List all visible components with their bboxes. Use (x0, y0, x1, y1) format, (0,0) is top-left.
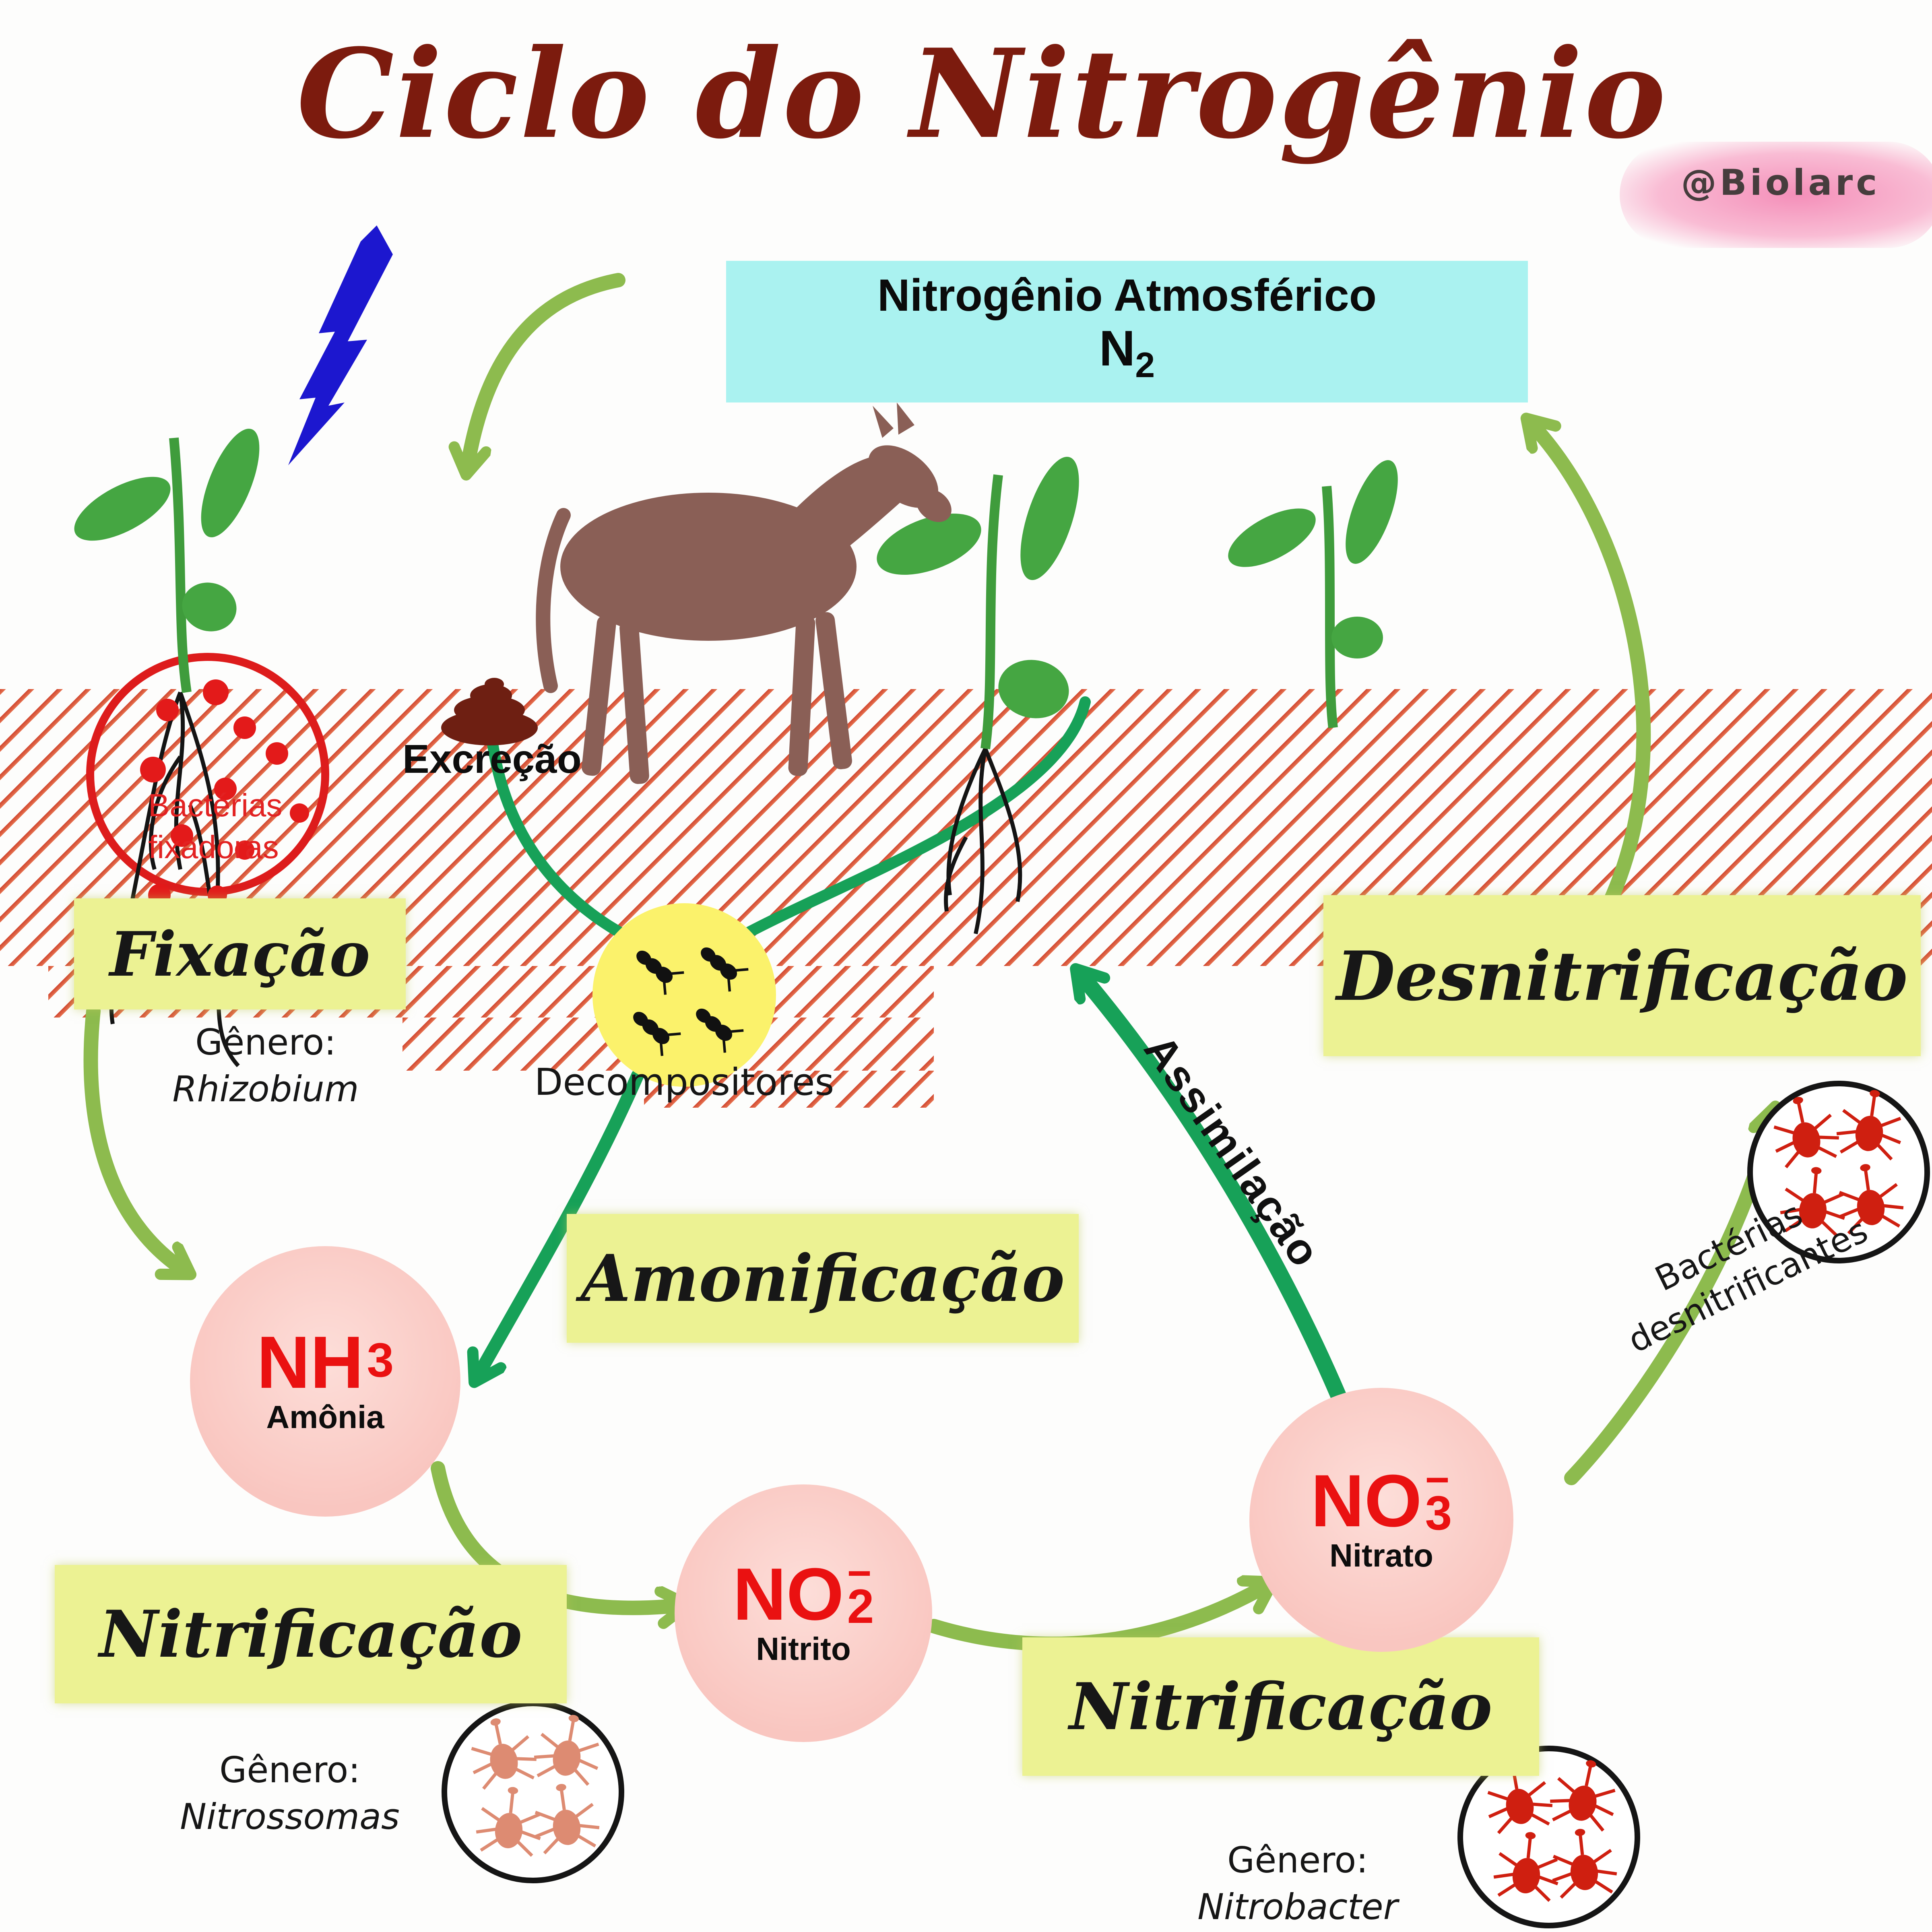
arrow-plant-to-decomposers (729, 696, 1091, 946)
nitrate-node: NO −3 Nitrato (1249, 1388, 1513, 1652)
ammonia-node: NH 3 Amônia (190, 1246, 460, 1517)
arrow-fixation-to-nh3 (83, 1004, 187, 1272)
atmospheric-nitrogen-label: Nitrogênio Atmosférico (877, 270, 1377, 320)
watermark-brush (1620, 142, 1932, 248)
nitrification-left-label: Nitrificação (55, 1565, 567, 1703)
watermark: @Biolarc (1681, 164, 1880, 204)
nitrification-right-label: Nitrificação (1022, 1637, 1539, 1776)
nitrate-name: Nitrato (1329, 1538, 1433, 1574)
arrow-excretion-to-decomposers (487, 738, 646, 949)
arrow-no2-to-no3 (927, 1584, 1269, 1651)
plant-right-icon (1228, 460, 1398, 729)
horse-icon (536, 402, 952, 784)
arrow-n2-to-plant (467, 273, 625, 470)
fixation-label: Fixação (74, 898, 406, 1009)
manure-icon (441, 678, 538, 745)
nitrite-node: NO −2 Nitrito (675, 1484, 932, 1742)
atmospheric-nitrogen-box: Nitrogênio Atmosférico N2 (726, 261, 1528, 402)
arrow-denitrification-to-n2 (1530, 422, 1651, 909)
fixation-genus: Gênero: Rhizobium (172, 1024, 359, 1111)
decomposers-label: Decompositores (534, 1063, 834, 1104)
no2-formula: NO −2 (733, 1548, 874, 1635)
fixing-bacteria-label: Bactérias fixadoras (148, 789, 283, 866)
nitrite-name: Nitrito (756, 1632, 851, 1667)
decomposers-icon (592, 903, 776, 1087)
arrow-decomposers-to-nh3 (477, 1069, 644, 1378)
nh3-formula: NH 3 (256, 1319, 394, 1403)
ammonification-label: Amonificação (567, 1214, 1079, 1343)
nitrobacter-bacteria-icon (1457, 1746, 1640, 1928)
no3-formula: NO −3 (1311, 1455, 1452, 1542)
denitrifying-bacteria-icon (1747, 1081, 1930, 1263)
page-title: Ciclo do Nitrogênio (297, 23, 1668, 166)
plant-left-icon (74, 429, 260, 693)
excretion-label: Excreção (402, 737, 582, 782)
lightning-icon (288, 225, 393, 465)
nitrification-left-genus: Gênero: Nitrossomas (180, 1752, 400, 1839)
nitrification-right-genus: Gênero: Nitrobacter (1197, 1842, 1398, 1929)
ammonia-name: Amônia (266, 1400, 384, 1435)
arrow-assimilation (1079, 972, 1354, 1422)
denitrification-label: Desnitrificação (1323, 895, 1921, 1056)
nitrossomas-bacteria-icon (442, 1701, 624, 1883)
n2-formula: N2 (1099, 320, 1155, 385)
plant-middle-icon (877, 456, 1079, 935)
